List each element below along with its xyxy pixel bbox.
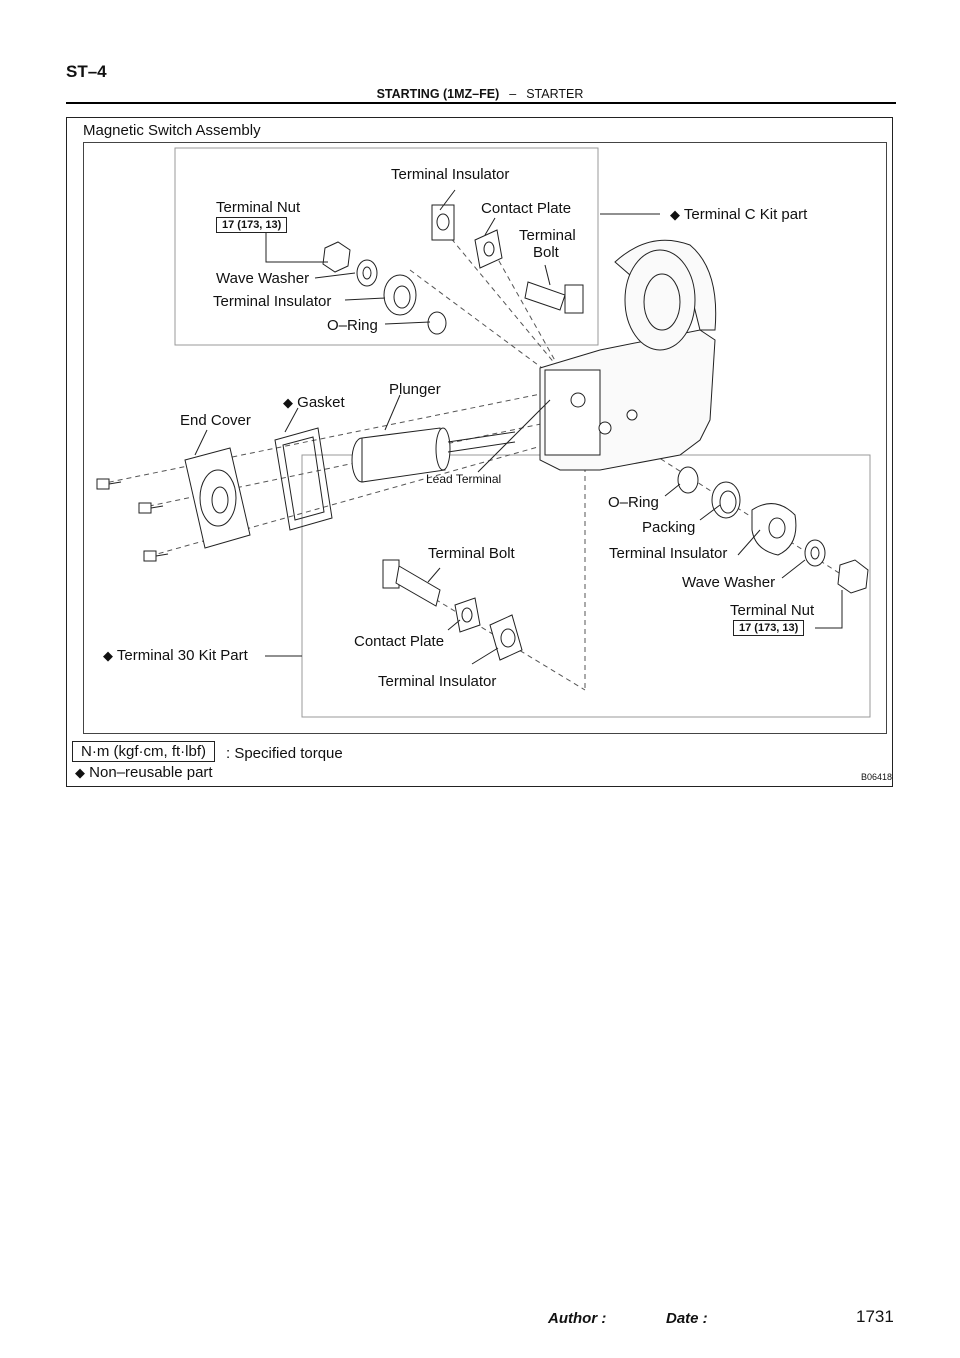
footer-author-label: Author : xyxy=(548,1310,607,1327)
terminal-30-kit-text: Terminal 30 Kit Part xyxy=(116,647,248,664)
legend-non-reusable: ◆ Non–reusable part xyxy=(75,764,213,781)
label-terminal-bolt-top-line1: Terminal xyxy=(519,227,576,244)
top-kit-parts xyxy=(322,204,584,335)
torque-spec-right: 17 (173, 13) xyxy=(733,620,805,636)
terminal-c-kit-text: Terminal C Kit part xyxy=(683,206,808,223)
label-lead-terminal: Lead Terminal xyxy=(426,472,502,486)
title-separator: – xyxy=(509,87,517,101)
leader-lines xyxy=(194,189,843,665)
bottom-kit-parts xyxy=(382,559,523,661)
label-terminal-insulator-right: Terminal Insulator xyxy=(609,545,728,562)
non-reusable-icon: ◆ xyxy=(670,207,680,222)
label-terminal-bolt-bottom: Terminal Bolt xyxy=(428,545,515,562)
legend-torque-units: N·m (kgf·cm, ft·lbf) xyxy=(72,741,215,762)
label-packing: Packing xyxy=(642,519,696,536)
label-o-ring-right: O–Ring xyxy=(608,494,659,511)
label-terminal-30-kit: ◆ Terminal 30 Kit Part xyxy=(103,647,248,664)
footer-page-number: 1731 xyxy=(856,1307,894,1326)
page-code: ST–4 xyxy=(66,62,107,81)
label-gasket: ◆ Gasket xyxy=(283,394,345,411)
figure-inner-frame xyxy=(83,142,887,734)
label-terminal-nut-right: Terminal Nut xyxy=(730,602,815,619)
right-kit-parts xyxy=(677,466,869,594)
footer-date-label: Date : xyxy=(666,1310,708,1327)
non-reusable-icon: ◆ xyxy=(283,395,293,410)
label-terminal-c-kit: ◆ Terminal C Kit part xyxy=(670,206,807,223)
section-title-main: STARTING (1MZ–FE) xyxy=(376,87,500,101)
gasket-text: Gasket xyxy=(297,394,345,411)
figure-frame xyxy=(66,117,893,787)
label-contact-plate-bottom: Contact Plate xyxy=(354,633,445,650)
label-terminal-insulator-top: Terminal Insulator xyxy=(391,166,510,183)
section-title: STARTING (1MZ–FE)–STARTER xyxy=(0,87,960,101)
torque-spec-top: 17 (173, 13) xyxy=(216,217,288,233)
non-reusable-icon: ◆ xyxy=(103,648,113,663)
section-subtitle: STARTER xyxy=(526,87,584,101)
plunger xyxy=(351,427,516,483)
terminal-c-kit-box xyxy=(174,147,599,346)
bolts xyxy=(96,478,169,562)
legend-non-reusable-text: Non–reusable part xyxy=(89,764,213,781)
figure-code: B06418 xyxy=(860,772,892,782)
label-contact-plate-top: Contact Plate xyxy=(481,200,572,217)
figure-title: Magnetic Switch Assembly xyxy=(83,122,261,139)
gasket xyxy=(274,427,333,531)
label-terminal-nut-top: Terminal Nut xyxy=(216,199,301,216)
label-wave-washer-top: Wave Washer xyxy=(216,270,310,287)
non-reusable-icon: ◆ xyxy=(75,765,85,780)
label-terminal-bolt-top-line2: Bolt xyxy=(533,244,559,261)
label-terminal-insulator-bottom: Terminal Insulator xyxy=(378,673,497,690)
label-wave-washer-right: Wave Washer xyxy=(682,574,776,591)
label-terminal-insulator-mid: Terminal Insulator xyxy=(213,293,332,310)
label-plunger: Plunger xyxy=(389,381,441,398)
label-end-cover: End Cover xyxy=(180,412,251,429)
starter-housing xyxy=(539,239,717,471)
end-cover xyxy=(184,447,251,549)
header-rule xyxy=(66,102,896,104)
legend-torque-description: : Specified torque xyxy=(226,745,343,762)
label-o-ring-top: O–Ring xyxy=(327,317,378,334)
